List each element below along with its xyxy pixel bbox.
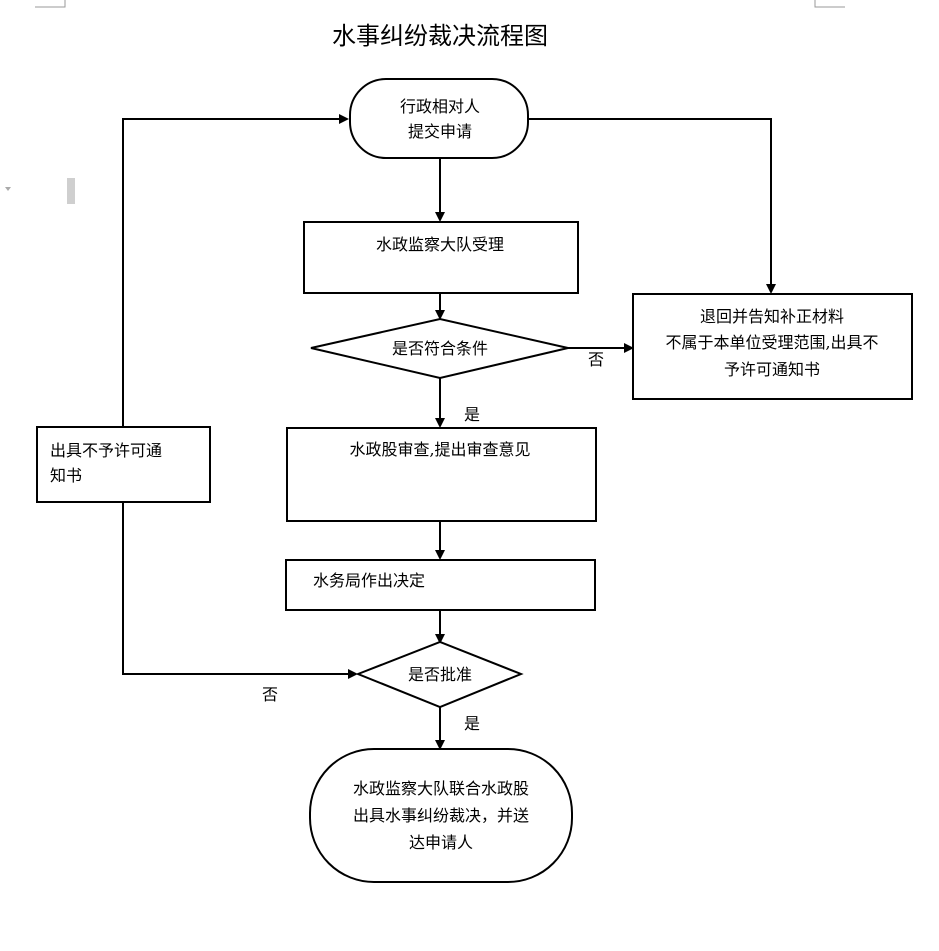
margin-marker: [67, 178, 75, 204]
node-final: [309, 748, 573, 883]
edge-notice-approve: [122, 502, 358, 679]
node-submit-line1: 行政相对人: [400, 97, 480, 116]
edge-notice-submit: [122, 114, 349, 426]
node-check-label: 是否符合条件: [392, 339, 488, 358]
page-title: 水事纠纷裁决流程图: [332, 22, 548, 50]
page-corner-mark-right: [814, 0, 845, 8]
node-final-line2: 出具水事纠纷裁决，并送: [353, 806, 529, 825]
node-accept: [303, 221, 579, 294]
node-accept-label: 水政监察大队受理: [376, 235, 504, 254]
node-decision-label: 水务局作出决定: [313, 571, 425, 590]
page-corner-mark-left: [35, 0, 66, 8]
margin-arrow-icon: [5, 187, 11, 191]
node-return-line3: 予许可通知书: [724, 360, 820, 379]
edge-label-approve-no: 否: [262, 685, 278, 704]
node-check: [310, 317, 569, 380]
node-notice-line1: 出具不予许可通: [50, 441, 162, 460]
node-submit: [349, 78, 529, 159]
edge-submit-return: [528, 118, 776, 294]
node-return: [632, 293, 913, 400]
edge-label-check-yes: 是: [464, 405, 480, 424]
node-review-label: 水政股审查,提出审查意见: [349, 440, 530, 459]
node-review: [286, 427, 597, 522]
node-notice-line2: 知书: [50, 466, 82, 485]
node-final-line3: 达申请人: [409, 833, 473, 852]
node-return-line1: 退回并告知补正材料: [700, 307, 844, 326]
node-submit-line2: 提交申请: [408, 122, 472, 141]
node-final-line1: 水政监察大队联合水政股: [353, 779, 529, 798]
edge-label-check-no: 否: [588, 350, 604, 369]
node-approve-label: 是否批准: [408, 665, 472, 684]
node-approve: [355, 640, 524, 709]
edge-label-approve-yes: 是: [464, 714, 480, 733]
node-return-line2: 不属于本单位受理范围,出具不: [665, 333, 878, 352]
node-notice: [36, 426, 211, 503]
node-decision: [285, 559, 596, 611]
